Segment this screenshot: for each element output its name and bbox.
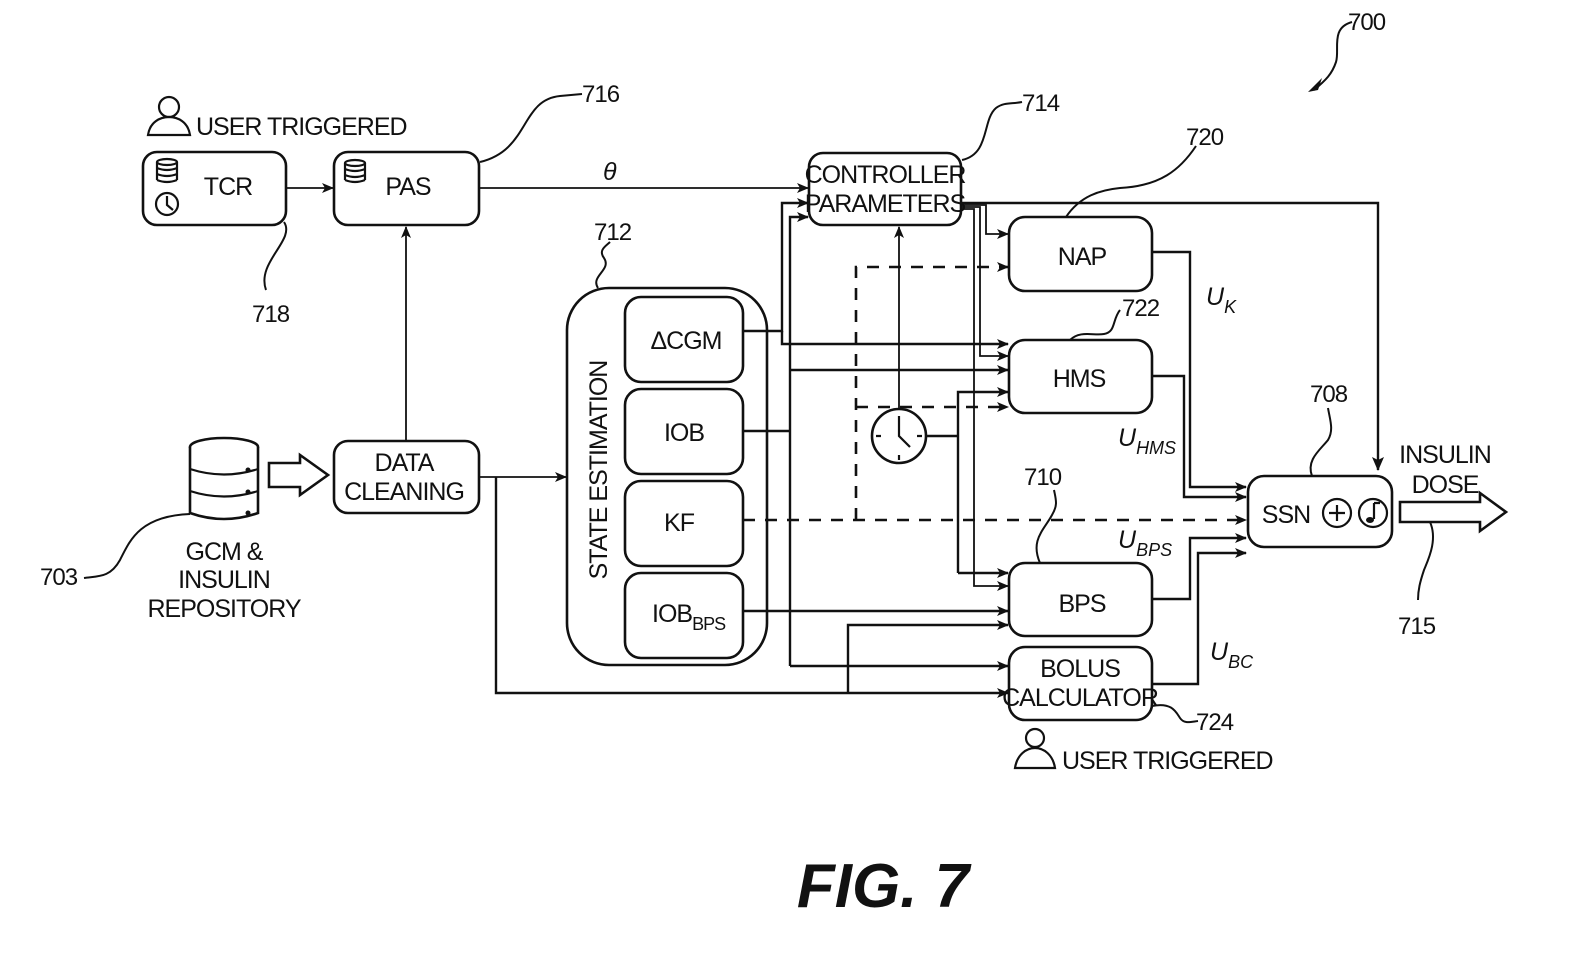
module-iob[interactable]: IOB — [625, 389, 743, 474]
iob-to-controller-arrow — [790, 217, 808, 666]
repository-to-cleaning-arrow — [269, 455, 328, 495]
ref-722-label: 722 — [1122, 295, 1160, 322]
data-cleaning-label-line-1: DATA — [375, 449, 435, 477]
ref-716-label: 716 — [582, 81, 620, 108]
person-icon — [1015, 729, 1055, 768]
user-triggered-bottom: USER TRIGGERED — [1015, 729, 1273, 775]
nap-block[interactable]: NAP — [1009, 217, 1152, 291]
ref-700-leader — [1314, 22, 1352, 90]
theta-label: θ — [603, 158, 617, 186]
kf-label: KF — [664, 509, 695, 537]
ref-720-label: 720 — [1186, 124, 1224, 151]
ref-710-label: 710 — [1024, 464, 1062, 491]
pas-label: PAS — [385, 173, 430, 201]
module-delta-cgm[interactable]: ΔCGM — [625, 297, 743, 382]
iob-label: IOB — [664, 419, 704, 447]
database-icon — [190, 438, 258, 519]
ref-703-leader — [84, 514, 190, 578]
kf-to-nap-dashed-arrow — [856, 267, 1008, 520]
controller-to-hms-arrow — [961, 207, 1008, 356]
ref-716-leader — [480, 94, 582, 162]
data-cleaning-label-line-2: CLEANING — [344, 478, 464, 506]
bolus-calculator-label-line-2: CALCULATOR — [1002, 684, 1158, 712]
insulin-dose-label-line-2: DOSE — [1412, 471, 1479, 499]
ref-708-label: 708 — [1310, 381, 1348, 408]
ssn-block[interactable]: SSN — [1248, 476, 1392, 547]
module-kf[interactable]: KF — [625, 481, 743, 566]
uhms-label: UHMS — [1118, 424, 1176, 458]
state-estimation-title: STATE ESTIMATION — [585, 361, 613, 580]
uk-label: UK — [1206, 283, 1237, 317]
ubps-label: UBPS — [1118, 526, 1172, 560]
controller-parameters-label-line-2: PARAMETERS — [805, 190, 966, 218]
ref-718-leader — [264, 222, 286, 290]
repository-label-line-2: INSULIN — [178, 566, 270, 594]
tcr-label: TCR — [204, 173, 252, 201]
bolus-calculator-label-line-1: BOLUS — [1040, 655, 1120, 683]
hms-label: HMS — [1053, 365, 1106, 393]
insulin-dose-label-line-1: INSULIN — [1399, 441, 1491, 469]
ref-712-label: 712 — [594, 219, 632, 246]
ref-710-leader — [1037, 490, 1056, 563]
data-cleaning-block[interactable]: DATA CLEANING — [334, 441, 479, 513]
bps-label: BPS — [1058, 590, 1105, 618]
ref-714-leader — [962, 102, 1022, 160]
ref-724-label: 724 — [1196, 709, 1234, 736]
figure-caption: FIG. 7 — [797, 852, 972, 921]
figure-reference-700: 700 — [1308, 9, 1386, 92]
ref-715-label: 715 — [1398, 613, 1436, 640]
ref-708-leader — [1311, 408, 1332, 476]
hms-block[interactable]: HMS — [1009, 340, 1152, 413]
ref-722-leader — [1070, 310, 1120, 340]
clock-to-hms-arrow — [958, 392, 1008, 573]
state-estimation-block[interactable]: STATE ESTIMATION ΔCGM IOB KF IOBBPS — [567, 288, 767, 665]
bps-block[interactable]: BPS — [1009, 563, 1152, 636]
ref-724-leader — [1152, 705, 1198, 722]
ubc-label: UBC — [1210, 638, 1254, 672]
ssn-label: SSN — [1262, 501, 1310, 529]
ref-700-label: 700 — [1348, 9, 1386, 36]
controller-to-bps-arrow — [961, 209, 1008, 586]
module-iob-bps[interactable]: IOBBPS — [625, 573, 743, 658]
cleaning-to-bps-arrow — [848, 625, 1008, 693]
ref-712-leader — [596, 242, 610, 288]
repository-label-line-3: REPOSITORY — [147, 595, 301, 623]
user-triggered-label: USER TRIGGERED — [196, 113, 407, 141]
repository-label-line-1: GCM & — [186, 538, 264, 566]
controller-parameters-block[interactable]: CONTROLLER PARAMETERS — [805, 153, 966, 225]
pas-block[interactable]: PAS — [334, 152, 479, 225]
clock-icon — [872, 409, 926, 463]
ref-703-label: 703 — [40, 564, 78, 591]
nap-label: NAP — [1058, 243, 1107, 271]
person-icon — [148, 97, 190, 135]
user-triggered-bottom-label: USER TRIGGERED — [1062, 747, 1273, 775]
ref-715-leader — [1418, 522, 1433, 600]
uhms-arrow — [1152, 376, 1246, 497]
user-triggered-top: USER TRIGGERED — [148, 97, 407, 141]
ref-720-leader — [1066, 146, 1196, 217]
controller-parameters-label-line-1: CONTROLLER — [805, 161, 966, 189]
ref-718-label: 718 — [252, 301, 290, 328]
delta-cgm-label: ΔCGM — [650, 327, 721, 355]
tcr-block[interactable]: TCR — [143, 152, 286, 225]
ref-714-label: 714 — [1022, 90, 1060, 117]
bolus-calculator-block[interactable]: BOLUS CALCULATOR — [1002, 647, 1158, 720]
